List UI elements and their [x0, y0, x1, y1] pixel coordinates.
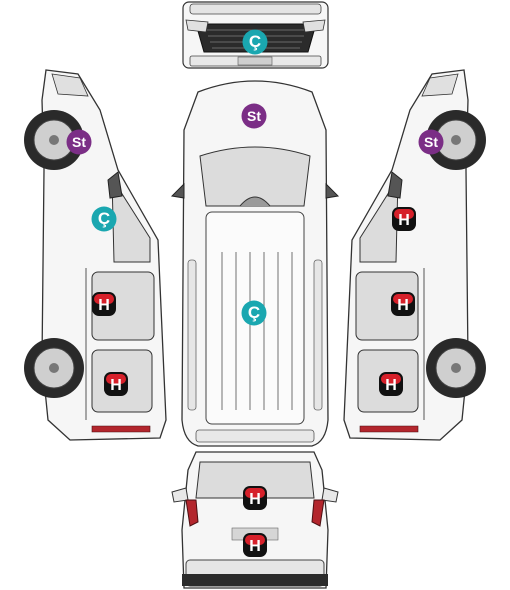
right-sliding-window — [355, 271, 419, 341]
front-headlight-left — [185, 19, 209, 33]
marker-label: Ç — [249, 32, 261, 51]
marker-rear-bumper: H — [243, 533, 267, 557]
top-mirror-left — [170, 182, 185, 199]
rear-taillight-left — [185, 499, 199, 527]
marker-left-wheel-front: St — [66, 129, 92, 155]
marker-front-grille: Ç — [242, 29, 268, 55]
marker-label: Ç — [98, 209, 110, 228]
left-mirror — [107, 171, 123, 199]
marker-left-sliding-door: H — [92, 292, 116, 316]
rear-mirror-left — [171, 487, 189, 503]
marker-label: H — [398, 212, 410, 229]
marker-label: H — [98, 297, 110, 314]
marker-right-rear-panel: H — [379, 372, 403, 396]
rear-mirror-right — [321, 487, 339, 503]
rear-window — [195, 461, 315, 499]
left-side-view — [24, 69, 167, 441]
marker-right-front-door: H — [392, 207, 416, 231]
marker-label: St — [247, 108, 261, 124]
top-windshield — [199, 146, 311, 207]
marker-rear-window: H — [243, 486, 267, 510]
marker-right-sliding-door: H — [391, 292, 415, 316]
top-view — [170, 80, 340, 447]
marker-label: H — [110, 377, 122, 394]
marker-label: H — [249, 538, 261, 555]
right-front-wheel — [426, 110, 486, 170]
right-mirror — [387, 171, 403, 199]
right-taillight — [359, 425, 419, 433]
right-side-view — [343, 69, 486, 441]
marker-label: H — [249, 491, 261, 508]
left-front-wheel — [24, 110, 84, 170]
marker-label: St — [72, 134, 86, 150]
marker-left-front-door: Ç — [91, 206, 117, 232]
marker-right-wheel-front: St — [418, 129, 444, 155]
top-mirror-right — [325, 182, 340, 199]
marker-label: St — [424, 134, 438, 150]
marker-label: H — [385, 377, 397, 394]
marker-left-rear-panel: H — [104, 372, 128, 396]
left-rear-wheel — [24, 338, 84, 398]
front-windshield-edge — [189, 3, 322, 15]
left-taillight — [91, 425, 151, 433]
marker-label: Ç — [248, 303, 260, 322]
marker-roof-front: St — [241, 103, 267, 129]
right-rear-wheel — [426, 338, 486, 398]
rear-view — [171, 451, 339, 589]
left-front-window — [111, 176, 151, 263]
front-headlight-right — [302, 19, 326, 33]
marker-roof-center: Ç — [241, 300, 267, 326]
marker-label: H — [397, 297, 409, 314]
right-front-window — [359, 176, 399, 263]
rear-taillight-right — [311, 499, 325, 527]
